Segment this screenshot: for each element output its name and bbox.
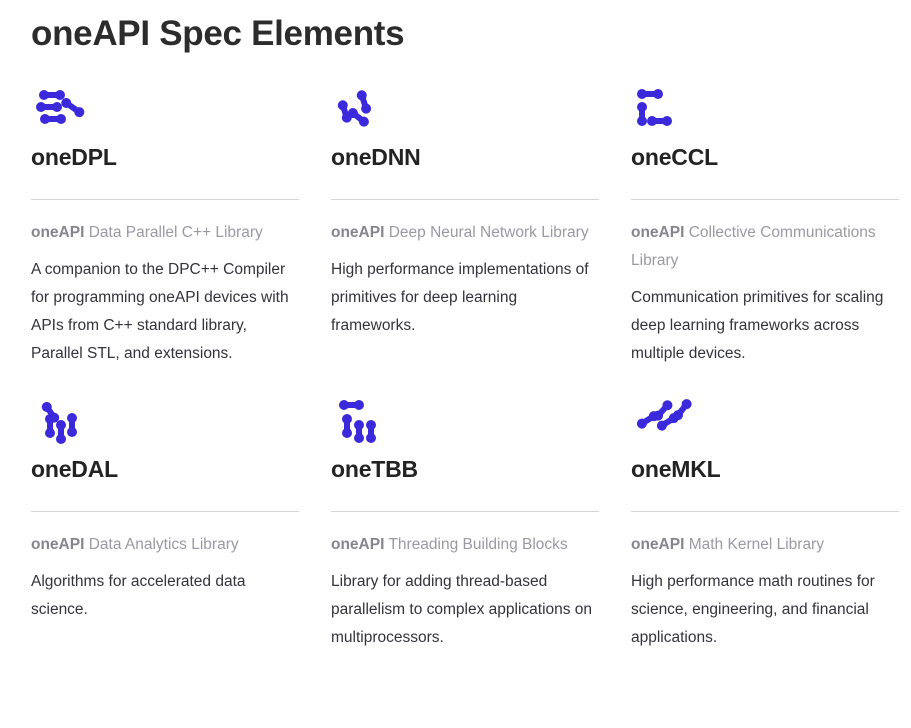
card-oneccl[interactable]: oneCCL oneAPI Collective Communications …: [631, 78, 911, 368]
card-onedpl[interactable]: oneDPL oneAPI Data Parallel C++ Library …: [31, 78, 331, 368]
brand-label: oneAPI: [331, 536, 385, 553]
card-onemkl[interactable]: oneMKL oneAPI Math Kernel Library High p…: [631, 390, 911, 652]
card-subtitle: oneAPI Data Analytics Library: [31, 531, 299, 559]
subtitle-text: Math Kernel Library: [688, 536, 824, 553]
card-title: oneMKL: [631, 456, 721, 482]
card-title: oneCCL: [631, 144, 718, 170]
brand-label: oneAPI: [31, 536, 85, 553]
onetbb-icon: [331, 390, 599, 452]
oneccl-icon: [631, 78, 899, 140]
brand-label: oneAPI: [331, 224, 385, 241]
card-onetbb[interactable]: oneTBB oneAPI Threading Building Blocks …: [331, 390, 631, 652]
card-subtitle: oneAPI Deep Neural Network Library: [331, 219, 599, 247]
card-description: Library for adding thread-based parallel…: [331, 573, 593, 646]
card-divider: [331, 199, 599, 200]
brand-label: oneAPI: [631, 224, 685, 241]
onednn-icon: [331, 78, 599, 140]
subtitle-text: Threading Building Blocks: [388, 536, 568, 553]
card-subtitle: oneAPI Data Parallel C++ Library: [31, 219, 299, 247]
onedal-icon: [31, 390, 299, 452]
card-description: A companion to the DPC++ Compiler for pr…: [31, 261, 289, 362]
brand-label: oneAPI: [631, 536, 685, 553]
card-divider: [31, 511, 299, 512]
subtitle-text: Collective Communications Library: [631, 224, 876, 269]
card-description: Algorithms for accelerated data science.: [31, 573, 246, 618]
card-divider: [631, 511, 899, 512]
subtitle-text: Data Analytics Library: [88, 536, 239, 553]
card-description: Communication primitives for scaling dee…: [631, 289, 884, 362]
card-title: oneTBB: [331, 456, 418, 482]
card-description: High performance math routines for scien…: [631, 573, 875, 646]
card-description: High performance implementations of prim…: [331, 261, 589, 334]
card-subtitle: oneAPI Threading Building Blocks: [331, 531, 599, 559]
onedpl-icon: [31, 78, 299, 140]
card-subtitle: oneAPI Math Kernel Library: [631, 531, 899, 559]
card-onedal[interactable]: oneDAL oneAPI Data Analytics Library Alg…: [31, 390, 331, 652]
onemkl-icon: [631, 390, 899, 452]
card-onednn[interactable]: oneDNN oneAPI Deep Neural Network Librar…: [331, 78, 631, 368]
page-title: oneAPI Spec Elements: [31, 14, 405, 53]
subtitle-text: Deep Neural Network Library: [388, 224, 589, 241]
subtitle-text: Data Parallel C++ Library: [88, 224, 263, 241]
brand-label: oneAPI: [31, 224, 85, 241]
card-divider: [31, 199, 299, 200]
card-title: oneDNN: [331, 144, 421, 170]
card-title: oneDAL: [31, 456, 118, 482]
card-grid-row-1: oneDPL oneAPI Data Parallel C++ Library …: [0, 78, 911, 368]
card-subtitle: oneAPI Collective Communications Library: [631, 219, 899, 275]
card-grid-row-2: oneDAL oneAPI Data Analytics Library Alg…: [0, 390, 911, 652]
card-divider: [331, 511, 599, 512]
card-divider: [631, 199, 899, 200]
card-title: oneDPL: [31, 144, 117, 170]
